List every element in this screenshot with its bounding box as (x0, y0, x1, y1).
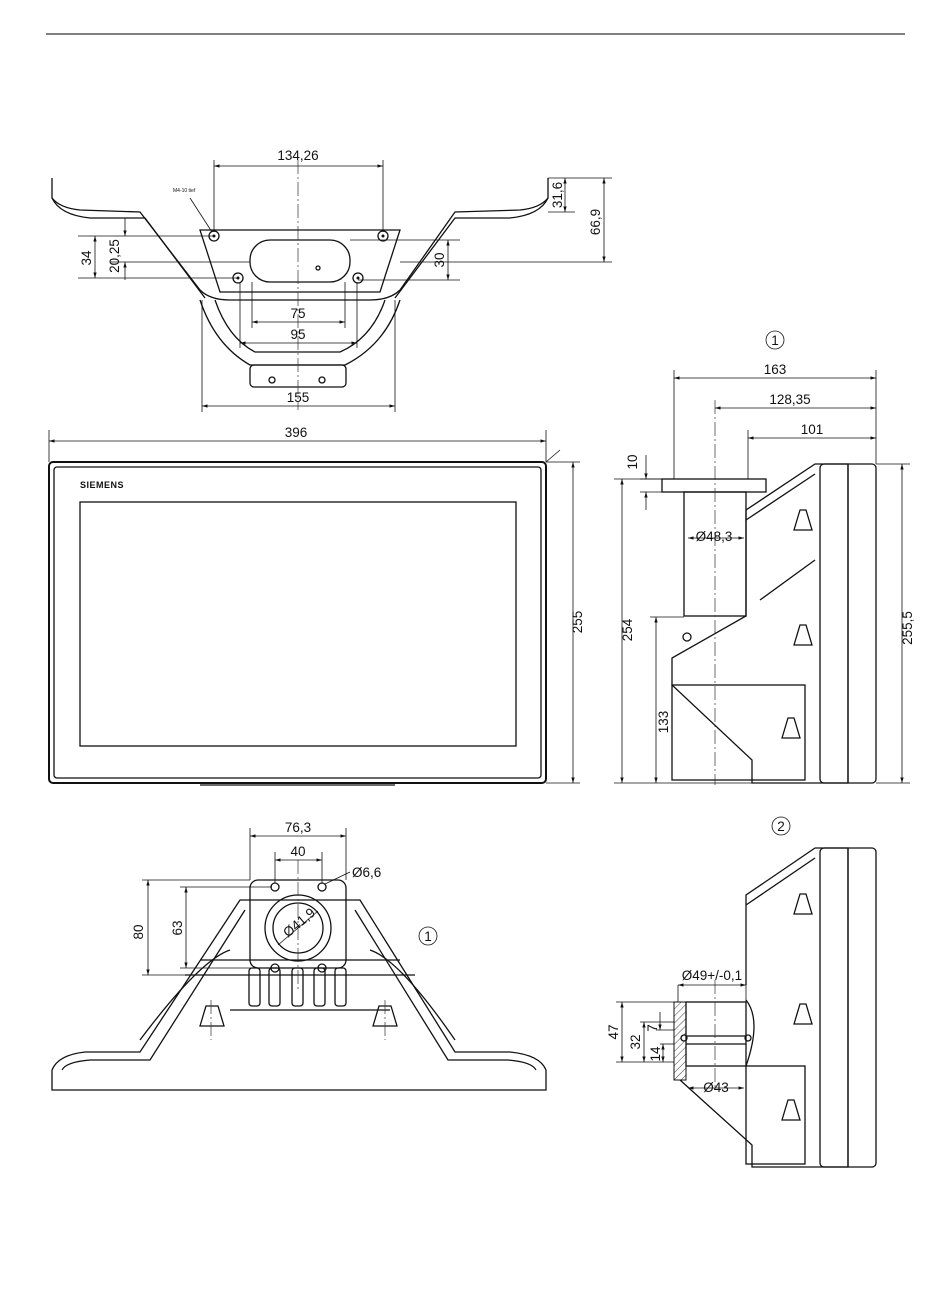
dim-30: 30 (432, 252, 447, 267)
dim-20-25: 20,25 (107, 239, 122, 273)
thread-note: M4-10 tief (173, 188, 196, 194)
dim-10: 10 (625, 454, 640, 469)
dim-31-6: 31,6 (550, 182, 565, 208)
dim-14: 14 (648, 1046, 663, 1062)
callout-1-bottom: 1 (424, 929, 432, 944)
dim-d48-3: Ø48,3 (696, 529, 733, 544)
dim-47: 47 (606, 1024, 621, 1039)
siemens-logo: SIEMENS (80, 480, 124, 490)
callout-2: 2 (777, 819, 785, 834)
dim-255: 255 (570, 611, 585, 634)
dim-134-26: 134,26 (277, 148, 318, 163)
side-view-2: 2 Ø49+/-0,1 47 32 7 14 (606, 817, 876, 1167)
bottom-view: 76,3 40 Ø6,6 80 63 Ø41,9 1 (52, 820, 546, 1090)
dim-396: 396 (285, 425, 308, 440)
dim-133: 133 (656, 711, 671, 734)
dim-76-3: 76,3 (285, 820, 311, 835)
dim-d49: Ø49+/-0,1 (682, 968, 742, 983)
dim-155: 155 (287, 390, 310, 405)
dim-163: 163 (764, 362, 787, 377)
dim-40: 40 (290, 844, 305, 859)
dim-255-5: 255,5 (900, 611, 915, 645)
top-bracket-view: 134,26 31,6 66,9 34 20,25 30 75 95 155 M (52, 148, 612, 412)
dim-d41-9: Ø41,9 (280, 905, 318, 940)
dim-95: 95 (290, 327, 305, 342)
front-panel-view: SIEMENS 396 255 (49, 425, 585, 785)
dim-66-9: 66,9 (588, 209, 603, 235)
dim-32: 32 (628, 1034, 643, 1049)
dim-75: 75 (290, 306, 305, 321)
dim-101: 101 (801, 422, 824, 437)
dim-7: 7 (645, 1024, 660, 1032)
side-view-1: 1 163 128,35 101 10 Ø48,3 (614, 331, 915, 785)
dim-d43: Ø43 (703, 1080, 729, 1095)
dim-63: 63 (170, 920, 185, 935)
dim-d6-6: Ø6,6 (352, 865, 381, 880)
dim-254: 254 (620, 618, 635, 641)
callout-1-side: 1 (771, 333, 779, 348)
dim-128-35: 128,35 (769, 392, 810, 407)
dim-80: 80 (131, 924, 146, 939)
dim-34: 34 (79, 250, 94, 266)
